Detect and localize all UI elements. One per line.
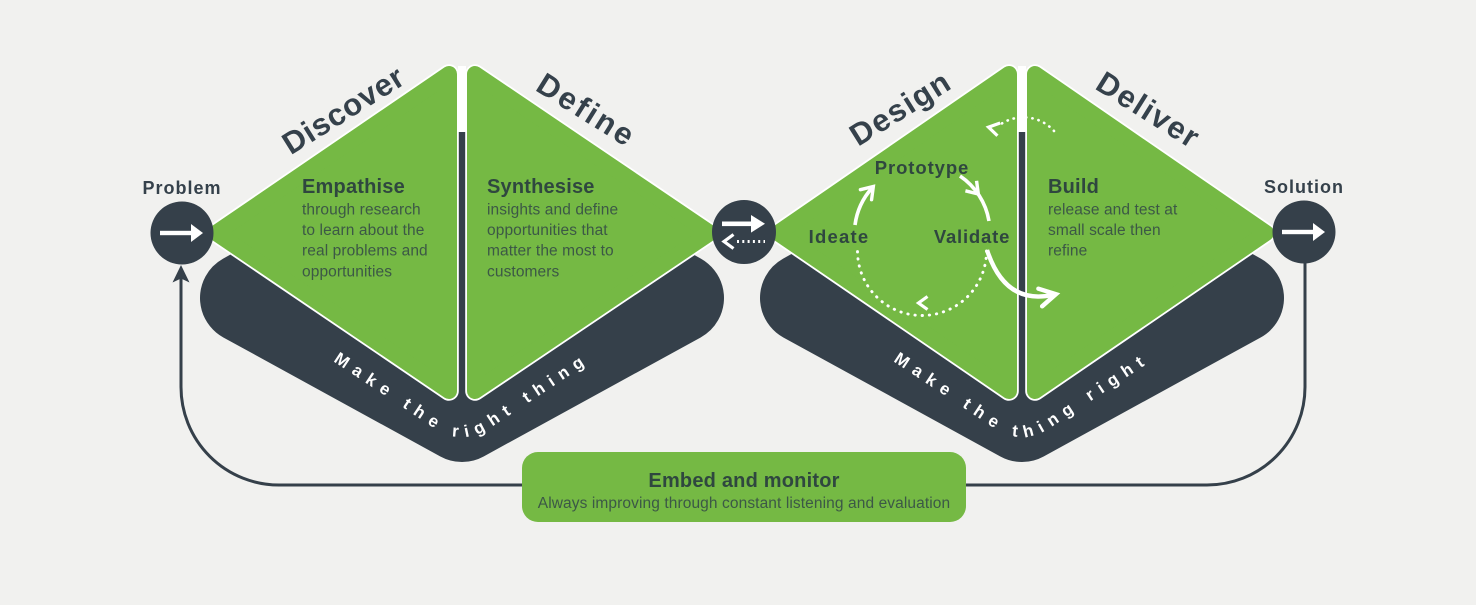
- svg-text:Problem: Problem: [142, 178, 221, 198]
- svg-text:opportunities that: opportunities that: [487, 222, 608, 239]
- svg-text:matter the most to: matter the most to: [487, 243, 614, 260]
- svg-text:small scale then: small scale then: [1048, 222, 1161, 239]
- svg-text:real problems and: real problems and: [302, 243, 428, 260]
- svg-text:customers: customers: [487, 263, 560, 280]
- svg-text:Ideate: Ideate: [809, 226, 870, 247]
- svg-text:Synthesise: Synthesise: [487, 176, 595, 198]
- svg-text:opportunities: opportunities: [302, 263, 392, 280]
- svg-text:refine: refine: [1048, 243, 1087, 260]
- svg-text:insights and define: insights and define: [487, 202, 618, 219]
- svg-text:release and test at: release and test at: [1048, 202, 1178, 219]
- svg-text:Always improving through const: Always improving through constant listen…: [538, 495, 951, 512]
- svg-text:Embed and monitor: Embed and monitor: [648, 470, 839, 492]
- svg-text:Validate: Validate: [934, 226, 1010, 247]
- svg-text:to learn about the: to learn about the: [302, 222, 424, 239]
- svg-text:Empathise: Empathise: [302, 176, 405, 198]
- svg-text:Prototype: Prototype: [875, 157, 969, 178]
- svg-text:Build: Build: [1048, 176, 1099, 198]
- svg-text:Solution: Solution: [1264, 177, 1344, 197]
- svg-text:through research: through research: [302, 202, 421, 219]
